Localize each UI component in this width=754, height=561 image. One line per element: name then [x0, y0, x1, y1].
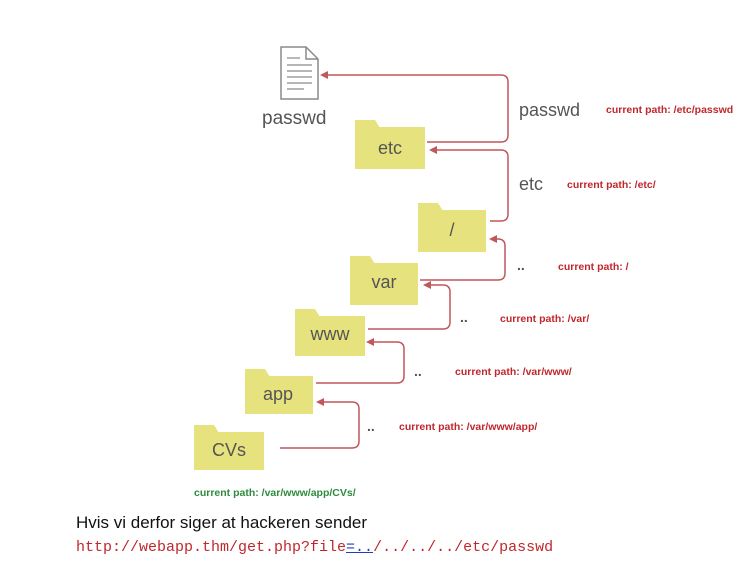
step-label-up-4: ..	[367, 418, 375, 434]
current-path-root: current path: /	[558, 261, 629, 273]
current-path-etc: current path: /etc/	[567, 179, 656, 191]
url-suffix: /../../../etc/passwd	[373, 539, 554, 556]
arrow-to-www	[316, 338, 405, 384]
step-label-etc: etc	[519, 174, 543, 194]
folder-label-root: /	[449, 220, 454, 240]
document-icon	[280, 46, 319, 100]
current-path-www: current path: /var/www/	[455, 366, 572, 378]
folder-etc: etc	[355, 120, 425, 169]
arrow-to-root	[420, 235, 506, 281]
arrow-to-app	[280, 398, 360, 449]
folder-label-var: var	[371, 272, 396, 292]
arrow-to-etc	[429, 146, 509, 222]
current-path-passwd: current path: /etc/passwd	[606, 104, 733, 116]
document-label: passwd	[262, 108, 326, 129]
folder-cvs: CVs	[194, 425, 264, 470]
current-path-start: current path: /var/www/app/CVs/	[194, 487, 356, 499]
step-label-passwd: passwd	[519, 100, 580, 120]
folder-label-www: www	[310, 324, 351, 344]
url-prefix: http://webapp.thm/get.php?file	[76, 539, 347, 556]
arrow-to-var	[368, 281, 451, 330]
caption-text: Hvis vi derfor siger at hackeren sender	[76, 513, 368, 532]
current-path-app: current path: /var/www/app/	[399, 421, 537, 433]
step-label-up-1: ..	[517, 257, 525, 273]
folder-label-etc: etc	[378, 138, 402, 158]
url-link[interactable]: =..	[346, 539, 374, 556]
step-label-up-3: ..	[414, 363, 422, 379]
arrow-to-passwd	[320, 71, 509, 143]
folder-label-app: app	[263, 384, 293, 404]
folder-label-cvs: CVs	[212, 440, 246, 460]
folder-www: www	[295, 309, 365, 356]
step-label-up-2: ..	[460, 309, 468, 325]
payload-url: http://webapp.thm/get.php?file=../../../…	[76, 539, 553, 556]
folder-var: var	[350, 256, 418, 305]
folder-app: app	[245, 369, 313, 414]
current-path-var: current path: /var/	[500, 313, 589, 325]
folder-root: /	[418, 203, 486, 252]
